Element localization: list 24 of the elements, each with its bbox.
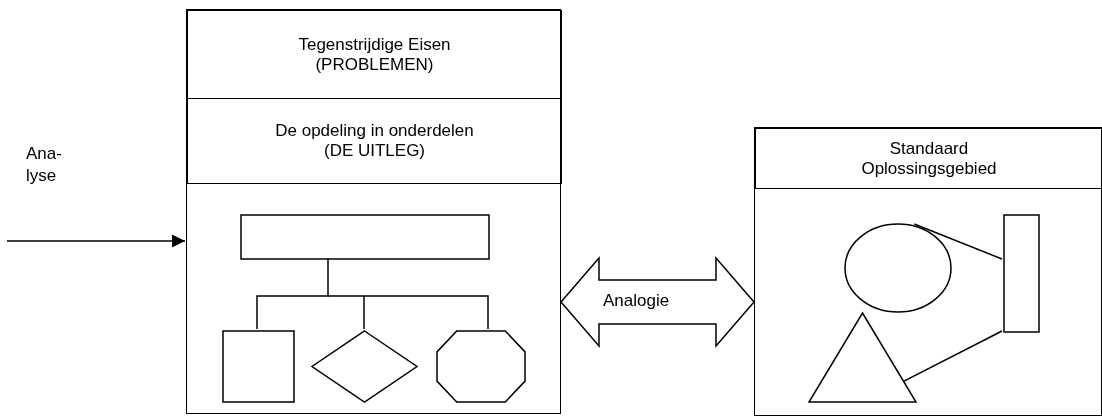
connector-line (903, 330, 1003, 382)
double-block-arrow (560, 256, 755, 348)
box-shape (240, 214, 490, 260)
ellipse-shape (844, 223, 952, 313)
diamond-shape (311, 330, 418, 403)
connector-line (256, 258, 329, 330)
header-section (755, 128, 1102, 189)
header-section (187, 10, 562, 99)
heading-text: Standaard Oplossingsgebied (860, 138, 998, 179)
heading-text: Tegenstrijdige Eisen (PROBLEMEN) (297, 34, 452, 75)
octagon-shape (436, 330, 526, 403)
header-section (187, 98, 562, 184)
triangle-shape (808, 312, 917, 403)
connector-line (363, 295, 365, 330)
panel-box (186, 9, 561, 414)
edge-label: Ana- lyse (26, 143, 63, 187)
heading-text: De opdeling in onderdelen (DE UITLEG) (274, 121, 475, 161)
connector-line (913, 223, 1003, 260)
panel-box (754, 127, 1102, 416)
box-shape (222, 330, 295, 403)
arrow (6, 234, 186, 248)
connector-line (327, 295, 489, 330)
box-shape (1003, 214, 1040, 333)
edge-label: Analogie (603, 290, 670, 312)
